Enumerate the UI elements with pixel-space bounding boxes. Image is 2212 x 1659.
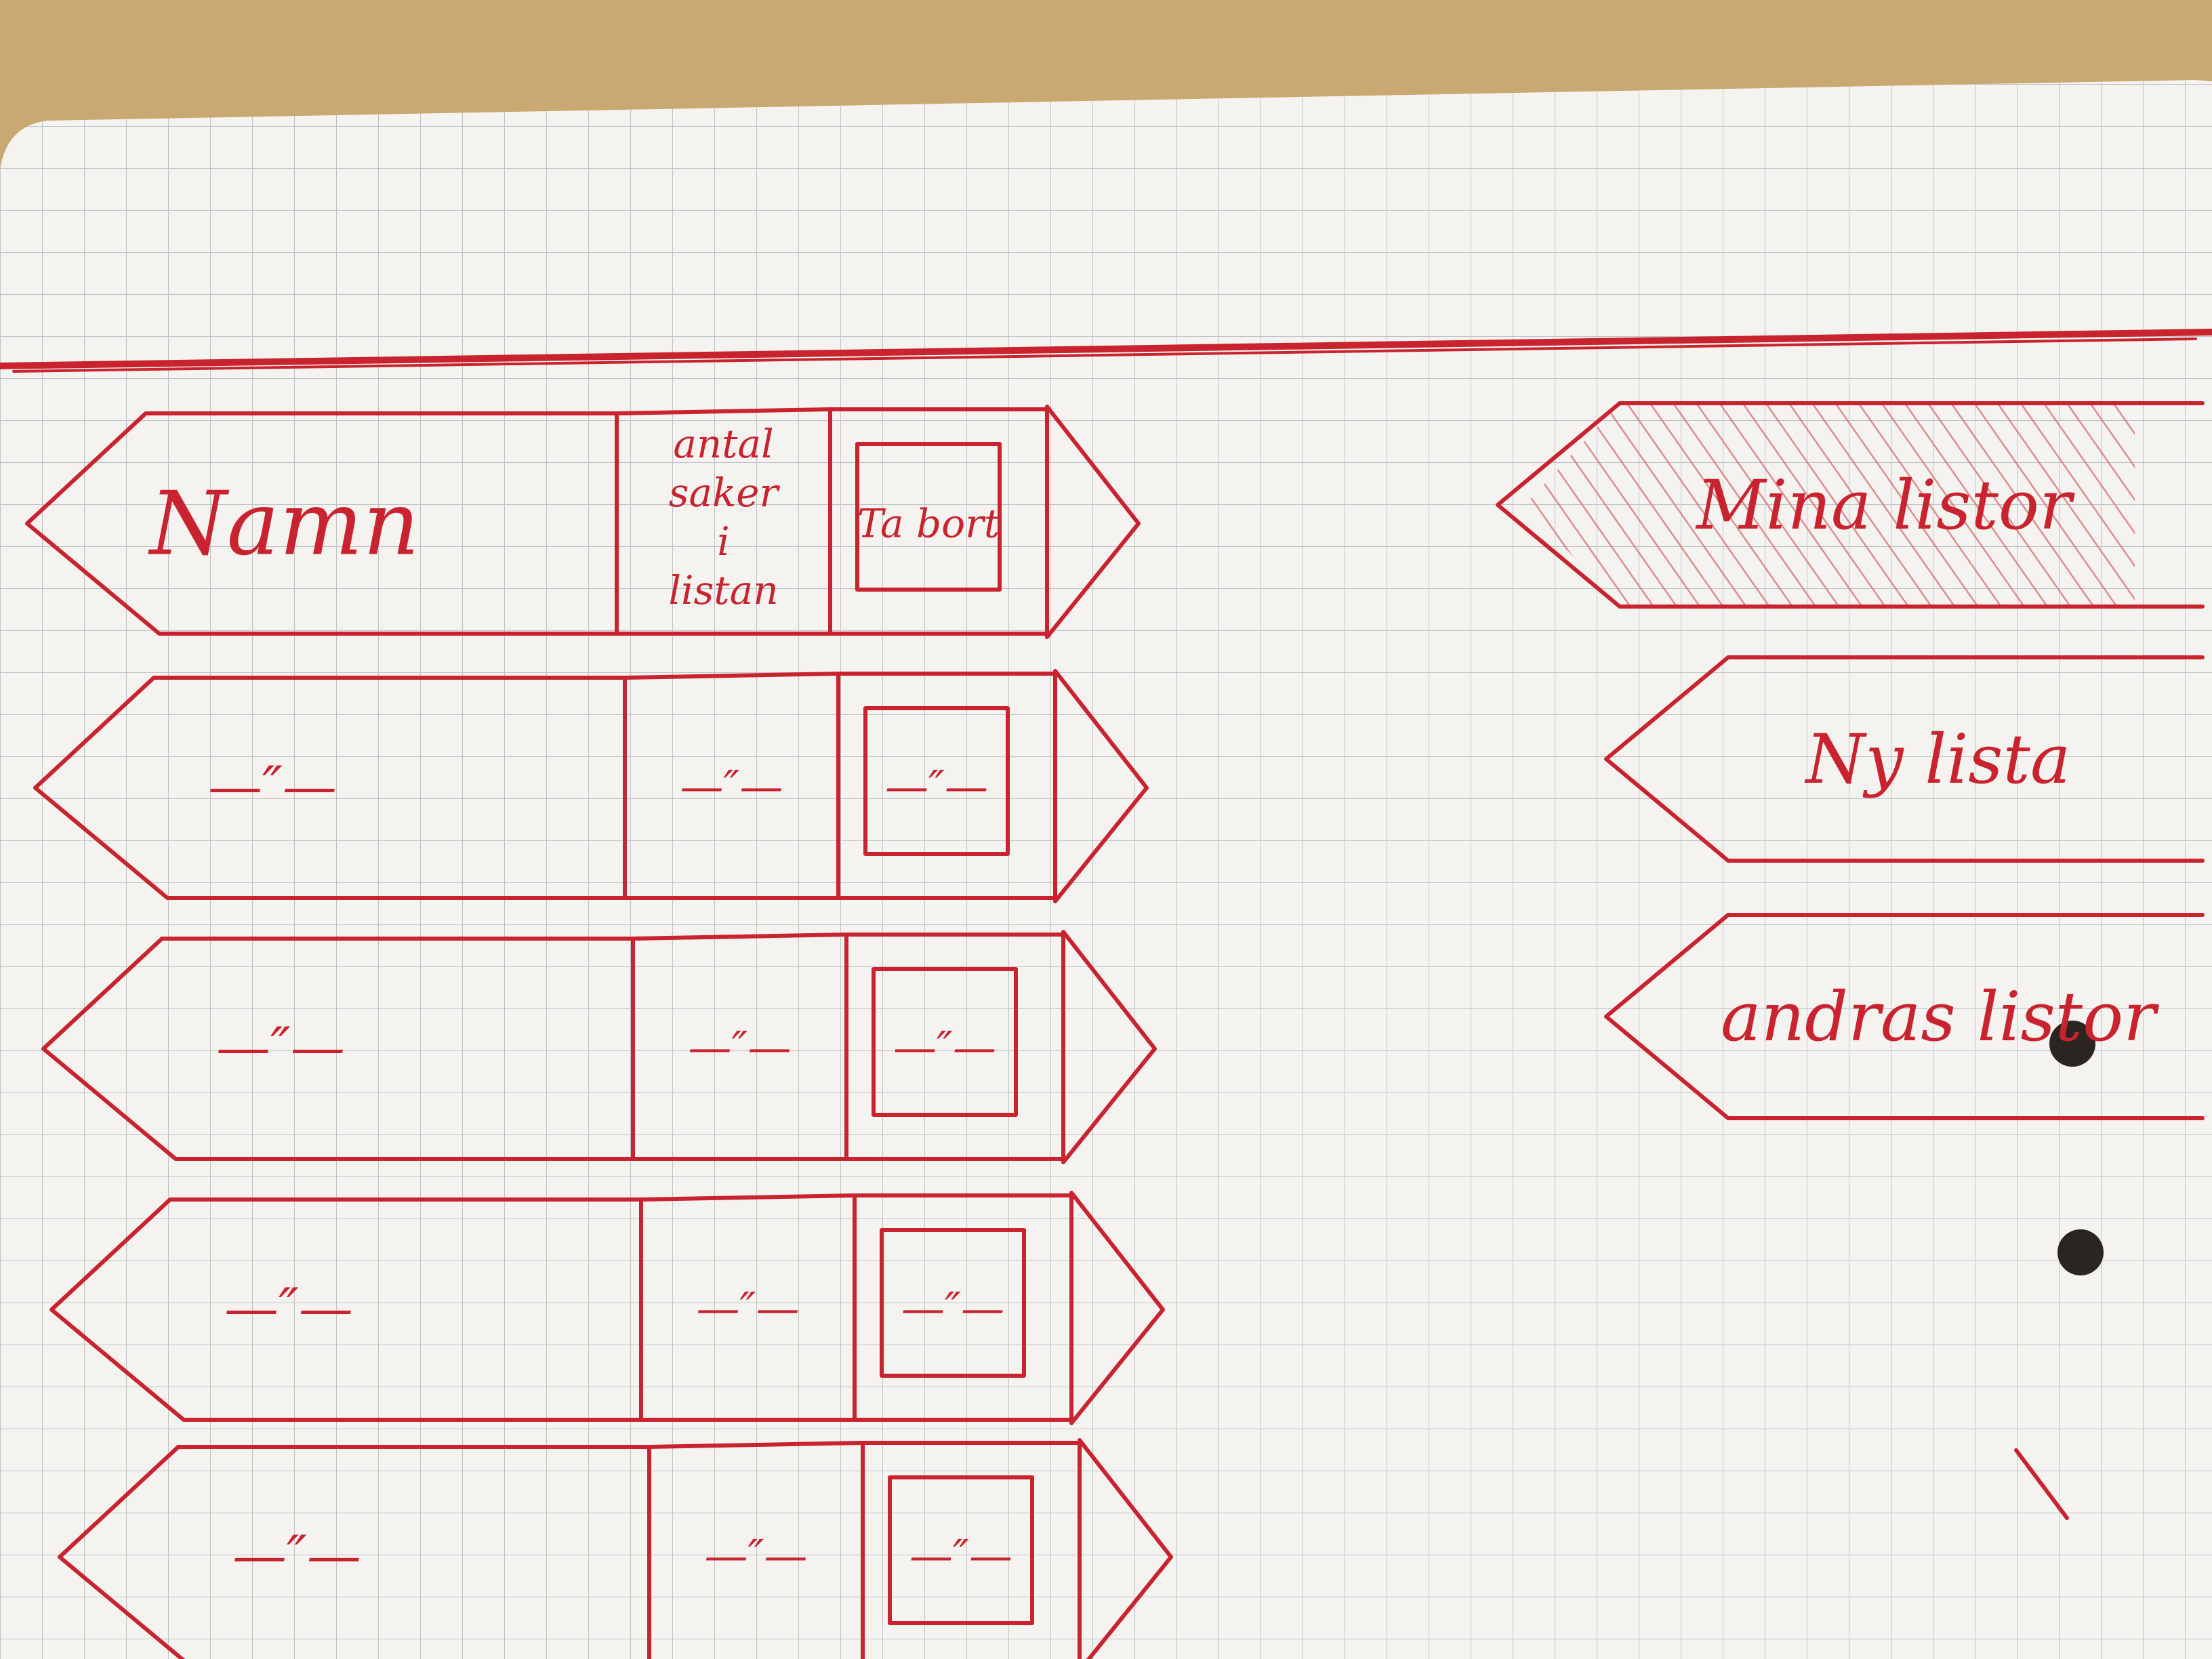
name-value: —″—	[216, 1016, 345, 1079]
header-divider-line	[0, 329, 2212, 369]
list-row[interactable]: —″— —″— —″—	[58, 1438, 1173, 1659]
side-button-outline	[1604, 655, 2205, 863]
side-button-mina-listor[interactable]: Mina listor	[1496, 401, 2205, 609]
forward-arrow-icon[interactable]	[1078, 1438, 1173, 1659]
side-button-andras-listor[interactable]: andras listor	[1604, 913, 2205, 1120]
count-column-label: saker	[669, 470, 781, 516]
back-arrow-cell[interactable]	[33, 676, 627, 900]
count-value: —″—	[680, 762, 783, 813]
side-button-label: Mina listor	[1695, 466, 2075, 545]
count-value: —″—	[697, 1284, 800, 1334]
delete-button[interactable]	[855, 442, 1002, 592]
delete-button[interactable]	[880, 1228, 1026, 1378]
list-row[interactable]: —″— —″— —″—	[41, 930, 1157, 1164]
binder-hole	[2057, 1229, 2104, 1275]
stray-pen-mark	[2014, 1448, 2069, 1520]
side-button-outline	[1496, 401, 2205, 609]
count-cell	[615, 407, 832, 636]
side-navigation: Mina listor Ny lista andras listor	[1496, 401, 2205, 1120]
name-value: —″—	[224, 1277, 353, 1340]
delete-button-label: —″—	[893, 1023, 996, 1073]
count-value: —″—	[705, 1532, 808, 1582]
side-button-label: Ny lista	[1805, 720, 2071, 799]
delete-button[interactable]	[888, 1475, 1034, 1625]
side-button-label: andras listor	[1721, 977, 2159, 1057]
back-arrow-cell[interactable]	[58, 1445, 651, 1659]
forward-arrow-icon[interactable]	[1053, 669, 1149, 903]
forward-arrow-icon[interactable]	[1069, 1191, 1165, 1425]
count-cell	[623, 672, 840, 900]
list-row[interactable]: —″— —″— —″—	[33, 669, 1149, 903]
paper-sheet	[0, 80, 2212, 1659]
side-button-outline	[1604, 913, 2205, 1120]
delete-button[interactable]	[863, 706, 1010, 856]
delete-button-label: —″—	[909, 1532, 1012, 1582]
binder-hole	[2049, 1021, 2095, 1067]
delete-button[interactable]	[872, 967, 1018, 1117]
count-column-label: i	[717, 518, 730, 565]
forward-arrow-icon[interactable]	[1061, 930, 1157, 1164]
selected-hatch	[1525, 403, 2135, 607]
count-cell	[639, 1193, 857, 1422]
delete-button-label: —″—	[901, 1284, 1004, 1334]
name-value: —″—	[232, 1524, 361, 1587]
side-button-ny-lista[interactable]: Ny lista	[1604, 655, 2205, 863]
back-arrow-cell[interactable]	[49, 1197, 643, 1422]
delete-column-label: Ta bort	[857, 501, 1000, 547]
name-value: —″—	[208, 755, 337, 818]
count-cell	[647, 1441, 865, 1659]
back-arrow-cell[interactable]	[25, 411, 619, 636]
count-cell	[631, 933, 848, 1161]
list-row[interactable]: —″— —″— —″—	[49, 1191, 1165, 1425]
count-column-label: antal	[673, 421, 773, 467]
delete-button-label: —″—	[885, 762, 988, 813]
count-column-label: listan	[668, 567, 778, 613]
name-column-label: Namn	[148, 472, 419, 575]
forward-arrow-icon[interactable]	[1045, 405, 1141, 639]
back-arrow-cell[interactable]	[41, 937, 635, 1161]
count-value: —″—	[689, 1023, 792, 1073]
